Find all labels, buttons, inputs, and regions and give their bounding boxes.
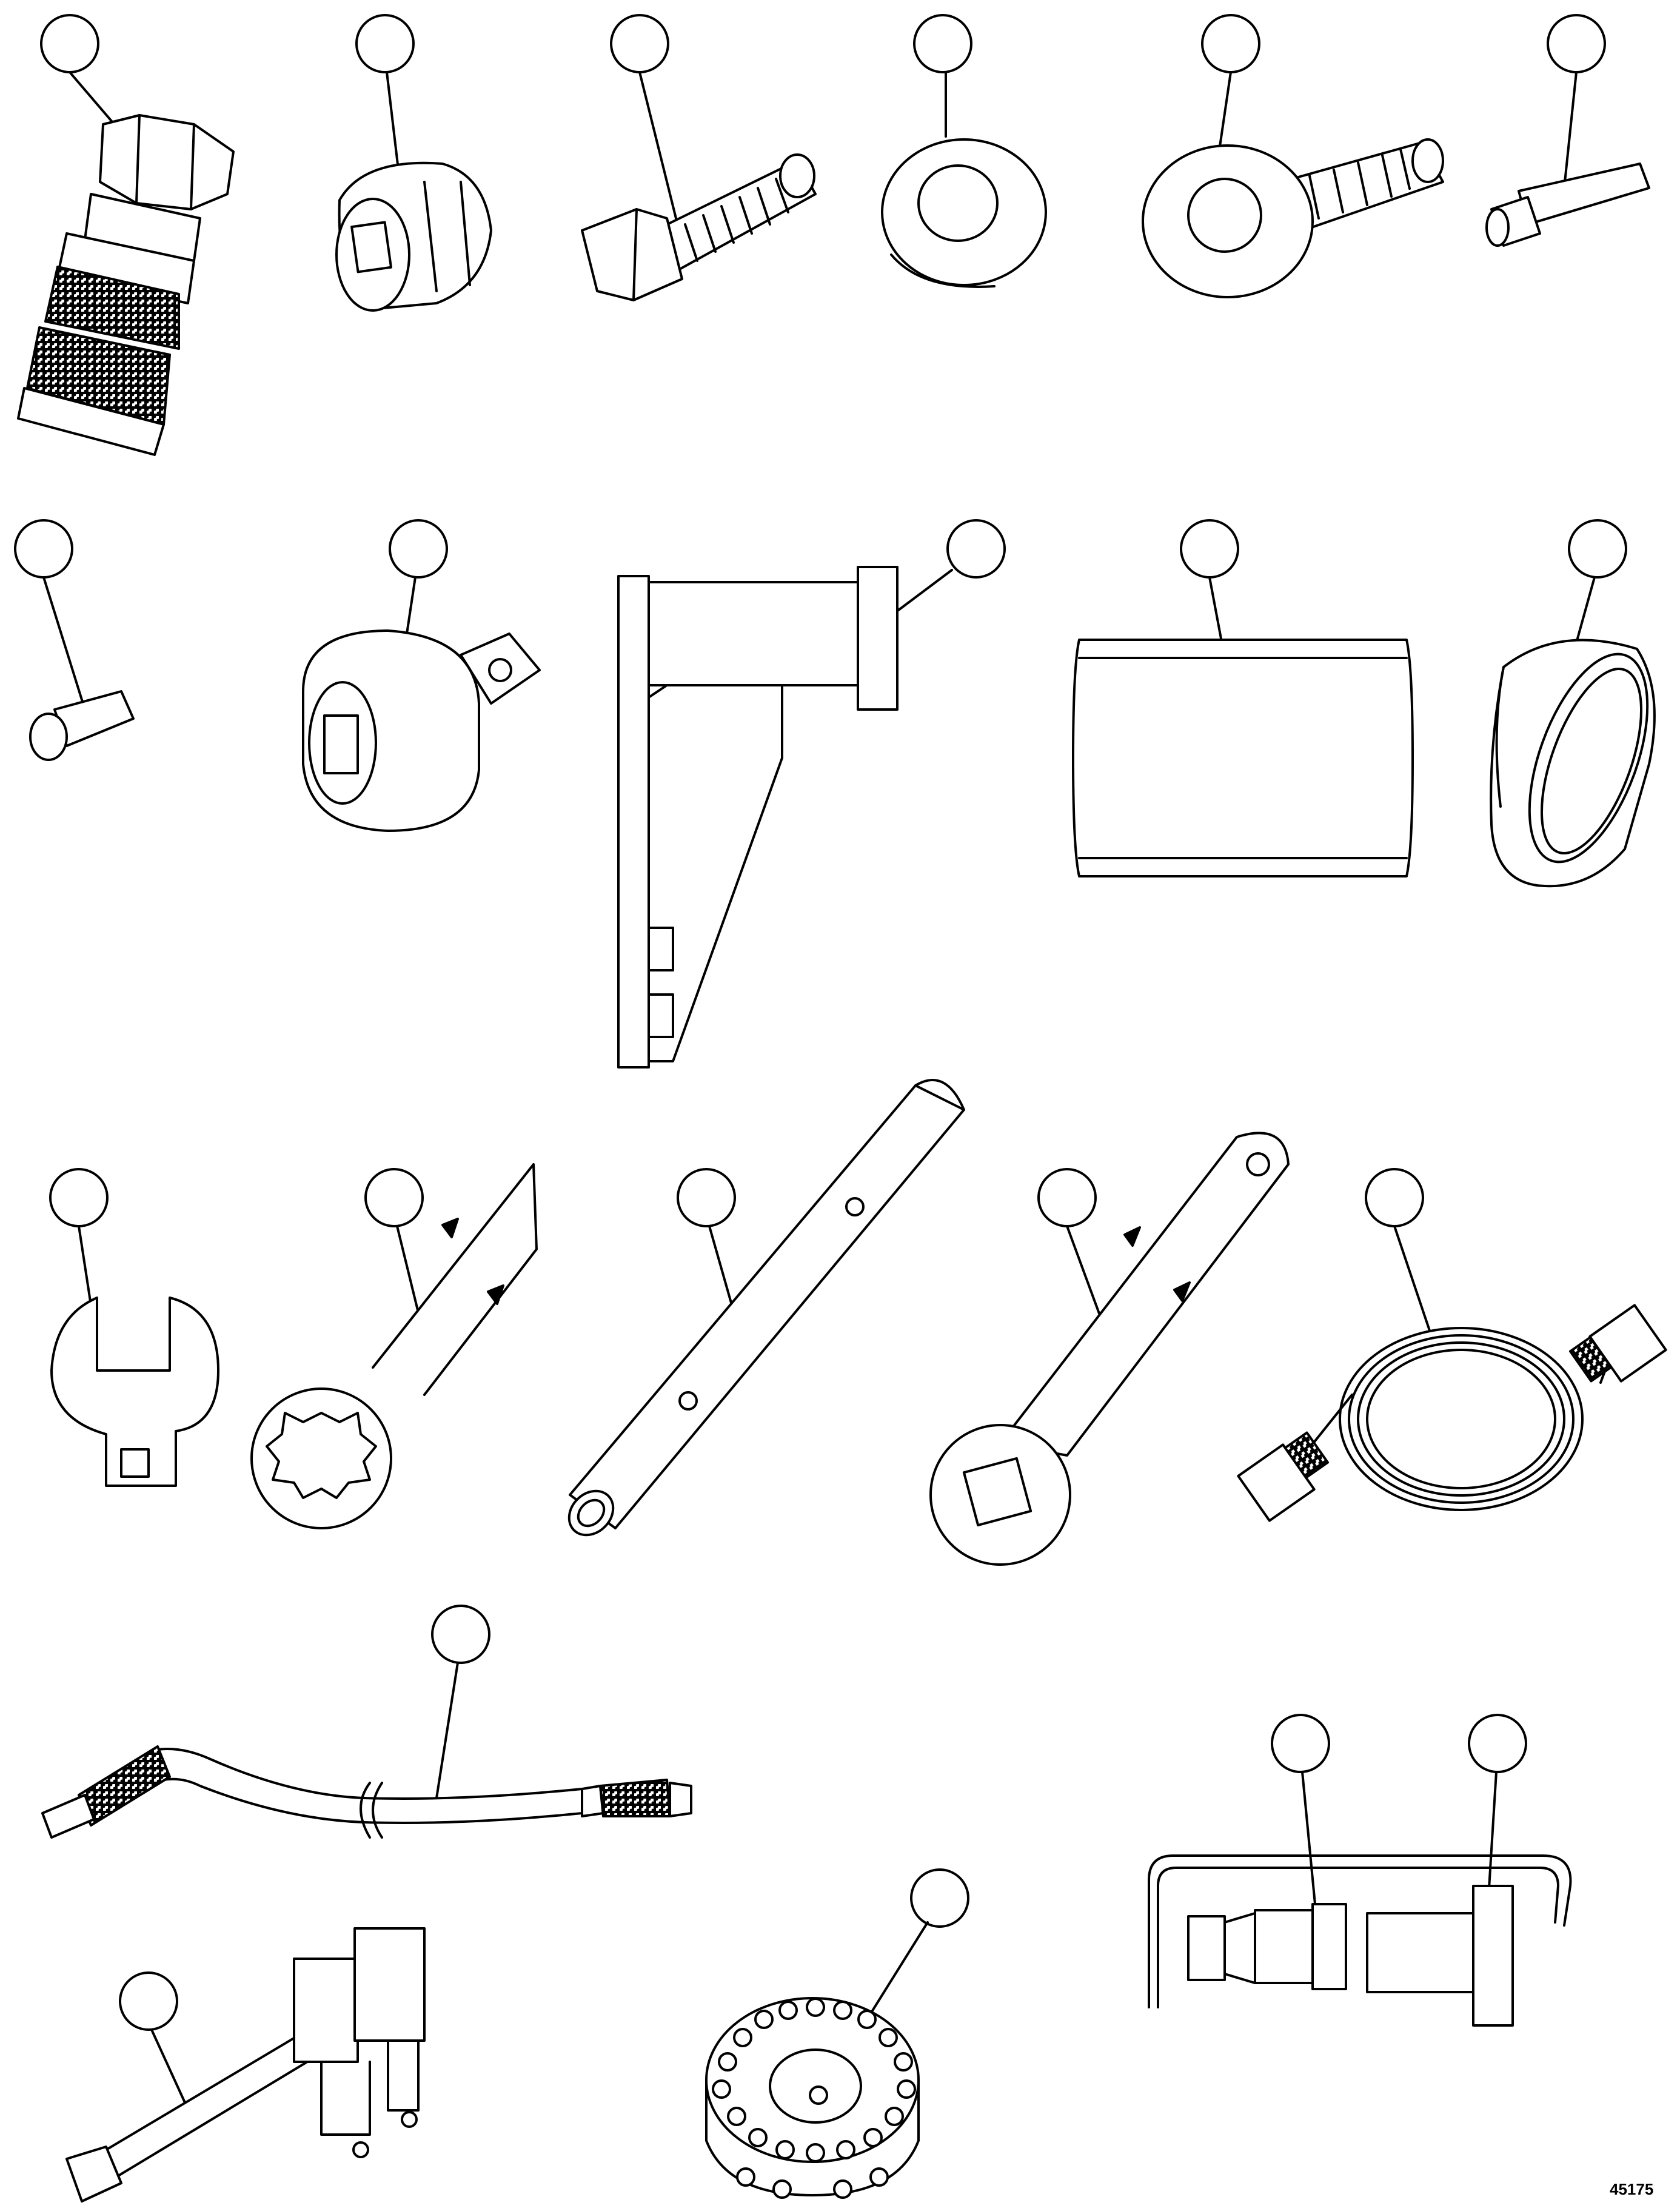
square-drive-socket-icon [335, 14, 492, 312]
flat-washer-icon [881, 14, 1047, 288]
cylinder-with-handle-icon [1366, 1714, 1527, 2027]
tube-bar-icon [567, 1079, 965, 1537]
callout-circle [1547, 14, 1606, 73]
callout-circle [389, 519, 448, 579]
box-end-wrench-icon [250, 1163, 538, 1529]
eye-bolt-icon [1142, 14, 1444, 298]
callout-circle [40, 14, 99, 73]
callout-circle [610, 14, 669, 73]
callout-circle [1271, 1714, 1330, 1773]
callout-circle [364, 1168, 424, 1227]
ring-adapter-icon [1490, 519, 1656, 888]
small-drive-extension-icon [1485, 14, 1650, 247]
callout-circle [1468, 1714, 1527, 1773]
callout-circle [1365, 1168, 1424, 1227]
callout-circle [119, 1971, 178, 2031]
callout-circle [677, 1168, 736, 1227]
square-drive-wrench-icon [929, 1132, 1290, 1566]
threaded-bolt-icon [581, 14, 817, 301]
callout-circle [1201, 14, 1260, 73]
callout-circle [913, 14, 972, 73]
rod-fixture-icon [65, 1927, 426, 2203]
callout-circle [14, 519, 73, 579]
bolt-circle-fixture-icon [705, 1868, 969, 2199]
mounting-bracket-icon [617, 519, 1006, 1069]
callout-circle [910, 1868, 969, 1928]
callout-circle [946, 519, 1006, 579]
callout-circle [355, 14, 415, 73]
hose-assembly-icon [41, 1605, 692, 1839]
callout-circle [1037, 1168, 1097, 1227]
adapter-with-handle-icon [1148, 1714, 1572, 2008]
callout-circle [1180, 519, 1239, 579]
crowfoot-wrench-icon [49, 1168, 219, 1487]
cylindrical-sleeve-icon [1072, 519, 1414, 877]
socket-adapter-icon [302, 519, 541, 832]
quick-coupler-fitting-icon [17, 14, 235, 456]
callout-circle [1568, 519, 1627, 579]
figure-reference-number: 45175 [1610, 2180, 1654, 2198]
small-pin-adapter-icon [14, 519, 135, 761]
callout-circle [49, 1168, 109, 1227]
callout-circle [431, 1605, 490, 1664]
coiled-cable-icon [1237, 1168, 1667, 1522]
